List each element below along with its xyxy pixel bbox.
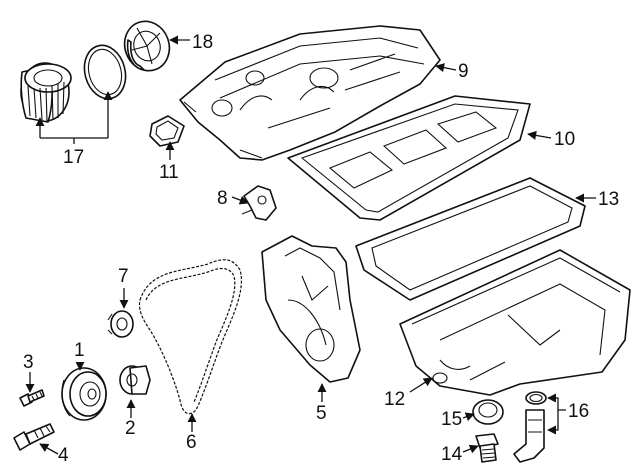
part-2-crankshaft-sprocket[interactable] [119, 365, 151, 395]
part-17-seal-ring[interactable] [79, 41, 132, 104]
callout-7: 7 [118, 266, 129, 287]
callout-17: 17 [63, 147, 84, 168]
callout-18: 18 [192, 32, 213, 53]
part-9-valve-cover[interactable] [179, 25, 441, 161]
part-12-oil-pan[interactable] [399, 249, 631, 396]
part-16-oil-level-sensor[interactable] [513, 391, 547, 463]
callout-1: 1 [74, 340, 85, 361]
callout-5: 5 [316, 403, 327, 424]
callout-2: 2 [125, 418, 136, 439]
callout-8: 8 [217, 188, 228, 209]
callout-11: 11 [159, 162, 179, 183]
callout-12: 12 [384, 389, 405, 410]
part-8-tensioner-bracket[interactable] [241, 185, 277, 221]
part-3-bolt[interactable] [19, 389, 45, 407]
part-11-gasket[interactable] [149, 115, 185, 147]
part-7-sprocket[interactable] [107, 310, 134, 338]
callout-10: 10 [554, 129, 575, 150]
part-1-crankshaft-pulley[interactable] [61, 367, 107, 421]
part-5-timing-cover[interactable] [261, 235, 361, 383]
callout-14: 14 [441, 444, 463, 465]
callout-16: 16 [568, 401, 589, 422]
part-14-drain-plug[interactable] [475, 433, 499, 463]
part-4-bolt[interactable] [13, 423, 55, 451]
callout-9: 9 [458, 61, 469, 82]
callout-4: 4 [58, 445, 69, 466]
part-6-timing-chain[interactable] [138, 259, 242, 415]
part-10-valve-cover-gasket[interactable] [287, 95, 531, 221]
part-13-oil-pan-gasket[interactable] [355, 177, 586, 301]
callout-6: 6 [186, 432, 197, 453]
part-17-oil-filter-element[interactable] [20, 62, 72, 123]
callout-13: 13 [598, 189, 619, 210]
callout-3: 3 [23, 352, 34, 373]
callout-15: 15 [441, 409, 462, 430]
leader-lines [25, 35, 596, 455]
part-18-filter-cap[interactable] [118, 15, 176, 77]
part-15-seal[interactable] [472, 399, 504, 425]
